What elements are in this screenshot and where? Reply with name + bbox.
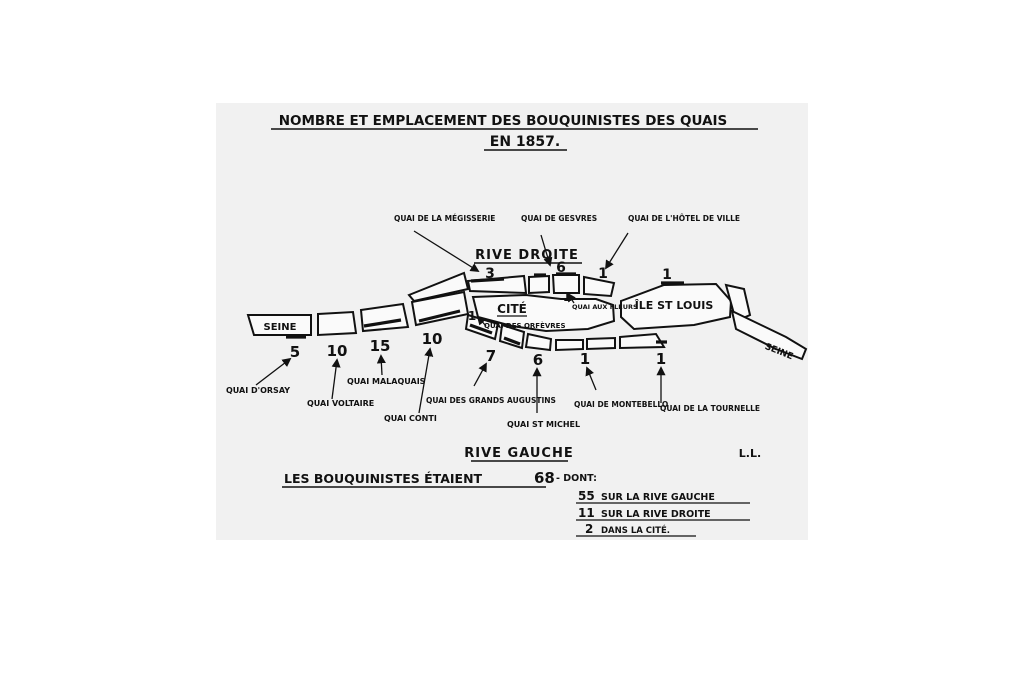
bouquinistes-map: NOMBRE ET EMPLACEMENT DES BOUQUINISTES D… [226,113,808,537]
block-east-north [724,283,752,323]
left-bank-counts: 5 10 15 10 7 6 1 [290,330,590,369]
block-voltaire [317,310,358,337]
count-grands-augustins: 7 [486,347,496,365]
label-quai-aux-fleurs: QUAI AUX FLEURS [572,303,638,311]
block-gesvres-a [528,274,550,295]
label-quai-grands-augustins: QUAI DES GRANDS AUGUSTINS [426,396,556,405]
label-quai-malaquais: QUAI MALAQUAIS [347,377,426,386]
label-quai-orfevres: QUAI DES ORFÈVRES [484,321,565,330]
count-tournelle: 1 [656,350,666,368]
summary-rows: 55 SUR LA RIVE GAUCHE 11 SUR LA RIVE DRO… [576,489,750,537]
count-conti: 10 [422,330,443,348]
summary-dont: - DONT: [556,473,597,484]
summary-row-text: SUR LA RIVE GAUCHE [601,492,715,503]
count-orsay: 5 [290,343,300,361]
summary-row-text: DANS LA CITÉ. [601,524,670,536]
label-cite: CITÉ [497,301,527,316]
map-title-line2: EN 1857. [490,134,560,150]
block-montebello-a [555,339,584,352]
label-ile-st-louis: ÎLE ST LOUIS [635,299,714,312]
block-ile-st-louis [620,282,733,331]
label-quai-montebello: QUAI DE MONTEBELLO [574,400,668,409]
summary-intro: LES BOUQUINISTES ÉTAIENT [284,471,483,486]
label-quai-voltaire: QUAI VOLTAIRE [307,399,374,408]
block-orsay-west [246,314,312,336]
count-voltaire: 10 [327,342,348,360]
label-quai-hotel-de-ville: QUAI DE L'HÔTEL DE VILLE [628,214,740,223]
quay-blocks [246,271,808,361]
pointer-arrows [255,230,666,414]
label-rive-gauche: RIVE GAUCHE [464,446,574,461]
summary-row-count: 2 [585,522,593,536]
block-east-south [730,309,808,361]
count-orfevres: 1 [468,309,476,323]
block-louvre [407,271,470,303]
count-gesvres: 6 [556,260,566,276]
block-montebello-b [586,336,616,351]
count-malaquais: 15 [370,337,391,355]
block-st-michel [524,332,553,352]
count-megisserie: 3 [485,266,495,282]
map-title-line1: NOMBRE ET EMPLACEMENT DES BOUQUINISTES D… [279,113,728,129]
label-quai-megisserie: QUAI DE LA MÉGISSERIE [394,214,495,223]
signature: L.L. [739,447,761,460]
summary-row-count: 55 [578,489,595,503]
summary-row-text: SUR LA RIVE DROITE [601,509,711,520]
label-quai-conti: QUAI CONTI [384,414,437,423]
block-tournelle [619,332,666,350]
label-quai-st-michel: QUAI ST MICHEL [507,420,580,429]
count-ile-st-louis-north: 1 [662,267,672,283]
block-cite [471,293,616,333]
block-hotel-de-ville [583,275,616,298]
map-sheet: NOMBRE ET EMPLACEMENT DES BOUQUINISTES D… [216,103,808,540]
summary-row-count: 11 [578,506,595,520]
label-quai-orsay: QUAI D'ORSAY [226,386,290,395]
stall-marks [286,272,684,346]
count-hotel-de-ville: 1 [598,266,608,282]
count-montebello: 1 [580,350,590,368]
label-seine-west: SEINE [264,322,297,333]
summary-total: 68 [534,469,555,487]
count-st-michel: 6 [533,351,543,369]
label-quai-gesvres: QUAI DE GESVRES [521,214,597,223]
label-quai-tournelle: QUAI DE LA TOURNELLE [660,404,760,413]
